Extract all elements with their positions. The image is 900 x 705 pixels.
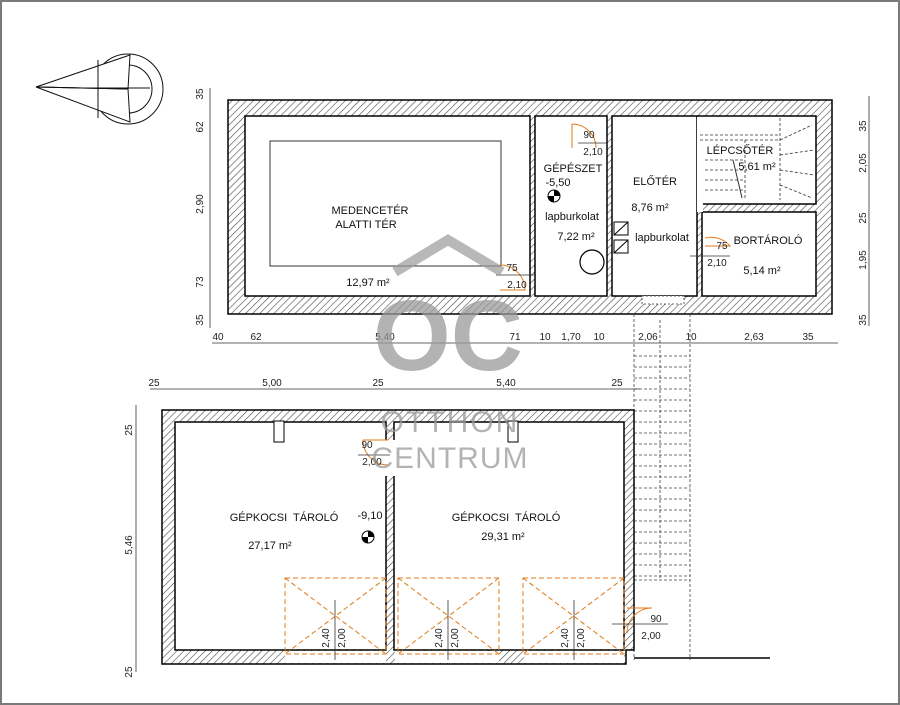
dim-bottom-9: 10	[685, 332, 697, 343]
dim-top-5: 25	[611, 378, 623, 389]
garage-door-2-w: 2,40	[434, 628, 445, 648]
dim-left-3: 2,90	[195, 194, 206, 214]
finish-elotor: lapburkolat	[635, 232, 689, 244]
dim-right-2: 2,05	[858, 153, 869, 173]
dim-right-1: 35	[858, 120, 869, 132]
dim-top-4: 5,40	[496, 378, 516, 389]
dim-bottom-7: 10	[593, 332, 605, 343]
dim-lower-left-2: 5,46	[124, 535, 135, 555]
room-area-garage-1: 27,17 m²	[248, 540, 292, 552]
lower-door-width-1: 90	[361, 440, 373, 451]
level-lower: -9,10	[357, 510, 382, 522]
finish-gepeszet: lapburkolat	[545, 211, 599, 223]
room-name-lepcsoter: LÉPCSŐTÉR	[707, 143, 774, 157]
dim-bottom-4: 71	[509, 332, 521, 343]
dim-right-3: 25	[858, 212, 869, 224]
upper-dims-bottom: 40 62 5,40 71 10 1,70 10 2,06 10 2,63 35	[212, 332, 814, 343]
dim-left-4: 73	[195, 276, 206, 288]
room-area-elotor: 8,76 m²	[631, 202, 669, 214]
dim-top-1: 25	[148, 378, 160, 389]
garage-door-2-h: 2,00	[450, 628, 461, 648]
level-gepeszet: -5,50	[545, 177, 570, 189]
north-arrow-icon	[35, 53, 164, 125]
pool-outline	[269, 140, 502, 267]
room-area-pool: 12,97 m²	[346, 277, 390, 289]
garage-door-3-w: 2,40	[560, 628, 571, 648]
dim-bottom-10: 2,63	[744, 332, 764, 343]
garage-door-1-w: 2,40	[321, 628, 332, 648]
dim-bottom-5: 10	[539, 332, 551, 343]
dim-bottom-8: 2,06	[638, 332, 658, 343]
door-width-2: 75	[506, 263, 518, 274]
garage-doors	[284, 577, 625, 655]
door-height-1: 2,10	[583, 147, 603, 158]
dim-bottom-2: 62	[250, 332, 262, 343]
switch-icon-2	[613, 239, 629, 254]
dim-lower-left-1: 25	[124, 424, 135, 436]
room-name-garage-2: GÉPKOCSI TÁROLÓ	[452, 511, 561, 524]
switch-icon	[613, 221, 629, 236]
level-marker-icon	[547, 189, 561, 203]
lower-door-height-2: 2,00	[641, 631, 661, 642]
door-width-3: 75	[716, 241, 728, 252]
dim-left-5: 35	[195, 314, 206, 326]
lower-doors	[362, 439, 653, 634]
dim-top-2: 5,00	[262, 378, 282, 389]
door-height-3: 2,10	[707, 258, 727, 269]
lower-floor: GÉPKOCSI TÁROLÓ 27,17 m² GÉPKOCSI TÁROLÓ…	[124, 378, 770, 678]
dim-bottom-6: 1,70	[561, 332, 581, 343]
room-area-bortarolo: 5,14 m²	[743, 265, 781, 277]
room-area-gepeszet: 7,22 m²	[557, 231, 595, 243]
garage-door-1-h: 2,00	[337, 628, 348, 648]
garage-door-3-h: 2,00	[576, 628, 587, 648]
dim-bottom-1: 40	[212, 332, 224, 343]
lower-dims-top: 25 5,00 25 5,40 25	[148, 378, 623, 389]
otthon-centrum-watermark: OC OTTHON CENTRUM	[372, 234, 529, 475]
upper-dims-left: 35 62 2,90 73 35	[195, 88, 206, 326]
dim-lower-left-3: 25	[124, 666, 135, 678]
room-name-gepeszet: GÉPÉSZET	[544, 162, 603, 175]
room-area-garage-2: 29,31 m²	[481, 531, 525, 543]
watermark-logo: OC	[373, 280, 523, 392]
upper-doors	[499, 123, 732, 291]
lower-door-height-1: 2,00	[362, 457, 382, 468]
upper-floor: MEDENCETÉR ALATTI TÉR 12,97 m² GÉPÉSZET …	[195, 88, 870, 344]
lower-dims-left: 25 5,46 25	[124, 424, 135, 678]
room-name-pool: MEDENCETÉR	[331, 204, 408, 217]
boiler-icon	[579, 249, 605, 275]
dim-bottom-3: 5,40	[375, 332, 395, 343]
door-width-1: 90	[583, 130, 595, 141]
level-marker-icon-lower	[361, 530, 375, 544]
watermark-line-2: CENTRUM	[372, 442, 529, 475]
room-name-elotor: ELŐTÉR	[633, 174, 677, 188]
upper-walls	[227, 99, 833, 315]
room-area-lepcsoter: 5,61 m²	[738, 161, 776, 173]
door-height-2: 2,10	[507, 280, 527, 291]
stair-lines	[700, 118, 815, 200]
dim-left-1: 35	[195, 88, 206, 100]
dim-top-3: 25	[372, 378, 384, 389]
watermark-line-1: OTTHON	[381, 406, 520, 439]
lower-door-width-2: 90	[650, 614, 662, 625]
dim-bottom-11: 35	[802, 332, 814, 343]
stair-treads	[634, 355, 690, 577]
dim-left-2: 62	[195, 121, 206, 133]
room-name-garage-1: GÉPKOCSI TÁROLÓ	[230, 511, 339, 524]
dim-right-4: 1,95	[858, 250, 869, 270]
room-name-bortarolo: BORTÁROLÓ	[734, 234, 803, 247]
dim-right-5: 35	[858, 314, 869, 326]
room-name-pool-2: ALATTI TÉR	[335, 218, 396, 231]
upper-dims-right: 35 2,05 25 1,95 35	[858, 120, 869, 326]
